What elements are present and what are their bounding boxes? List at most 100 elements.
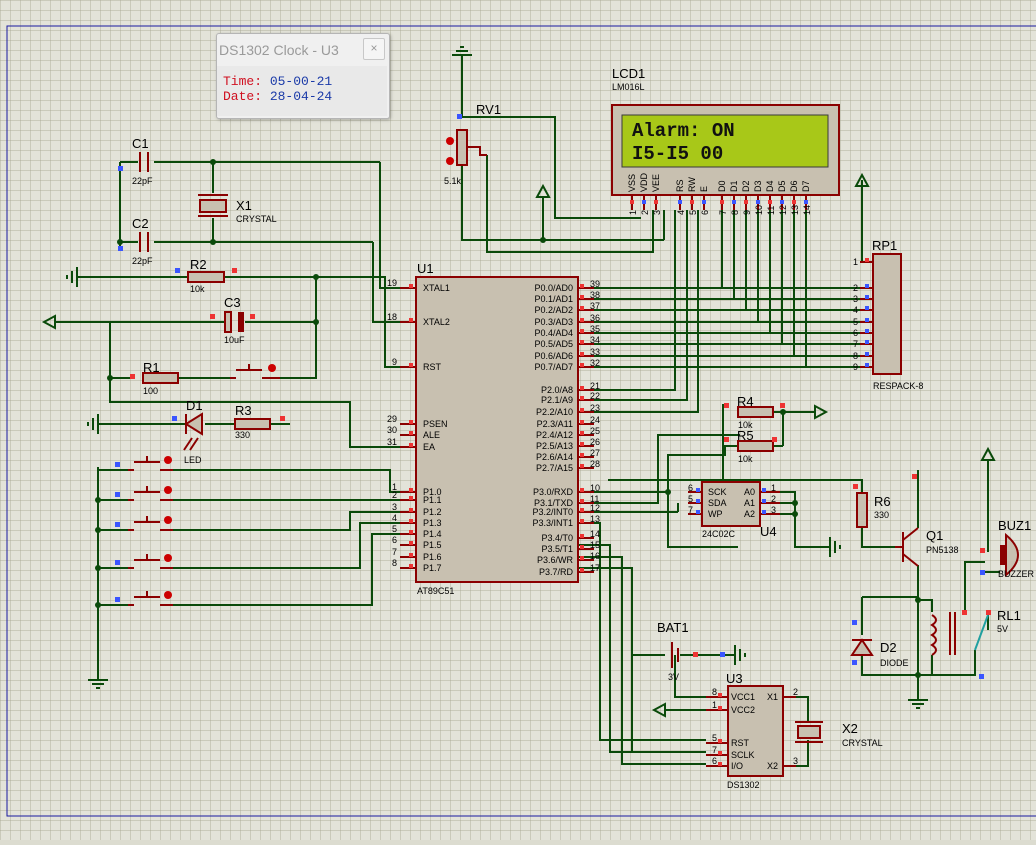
lcd-pin-label: D4 <box>765 180 775 192</box>
u1-part: AT89C51 <box>417 586 454 596</box>
u1-pin-name: P2.0/A8 <box>541 385 573 395</box>
ground-icon <box>829 537 841 557</box>
u1-pin-number: 12 <box>590 503 600 513</box>
r1-ref: R1 <box>143 360 160 375</box>
ground-symbols <box>66 46 928 709</box>
u3-part: DS1302 <box>727 780 760 790</box>
u1-pin-number: 6 <box>392 535 397 545</box>
u1-pin-name: ALE <box>423 430 440 440</box>
reset-pushbutton[interactable] <box>230 364 280 379</box>
time-label: Time: <box>223 74 263 89</box>
rl1-relay[interactable]: RL1 5V <box>930 608 1021 679</box>
u1-pin-name: P3.2/INT0 <box>532 507 573 517</box>
u1-pin-name: PSEN <box>423 419 448 429</box>
u4-pin-name: A1 <box>744 498 755 508</box>
date-row: Date: 28-04-24 <box>223 89 332 104</box>
u4-ref: U4 <box>760 524 777 539</box>
u3-pin-number: 6 <box>712 756 717 766</box>
lcd-pin-number: 7 <box>718 210 728 215</box>
lcd-part: LM016L <box>612 82 645 92</box>
r4-resistor[interactable]: R4 10k <box>724 394 785 430</box>
u1-pin-number: 33 <box>590 347 600 357</box>
u1-pin-number: 25 <box>590 426 600 436</box>
u1-pin-number: 34 <box>590 335 600 345</box>
pushbutton-2[interactable] <box>115 486 173 501</box>
pushbutton-5[interactable] <box>115 591 173 606</box>
power-arrow-icon <box>535 183 551 198</box>
rv1-decrease-button[interactable] <box>446 157 454 165</box>
lcd-pin-label: E <box>699 186 709 192</box>
u3-pin-number: 3 <box>793 756 798 766</box>
pushbutton-1[interactable] <box>115 456 173 471</box>
lcd-pin-number: 1 <box>628 210 638 215</box>
lcd-line-2: I5-I5 00 <box>632 143 723 165</box>
power-arrows <box>41 172 996 718</box>
r2-ref: R2 <box>190 257 207 272</box>
r5-value: 10k <box>738 454 753 464</box>
u1-pin-name: P1.5 <box>423 540 442 550</box>
rp1-ref: RP1 <box>872 238 897 253</box>
power-arrow-icon <box>41 314 56 330</box>
x1-crystal[interactable]: X1 CRYSTAL <box>198 194 277 224</box>
r5-resistor[interactable]: R5 10k <box>724 428 777 464</box>
x2-crystal[interactable]: X2 CRYSTAL <box>795 721 883 748</box>
u1-pin-name: P2.1/A9 <box>541 395 573 405</box>
buzzer[interactable]: BUZ1 BUZZER <box>980 518 1035 579</box>
u1-pin-number: 37 <box>590 301 600 311</box>
c3-capacitor[interactable]: C3 10uF <box>210 295 255 345</box>
bat1-battery[interactable]: BAT1 3V <box>657 620 725 682</box>
r6-resistor[interactable]: R6 330 <box>853 484 891 528</box>
r3-resistor[interactable]: R3 330 <box>234 403 285 440</box>
u3-pin-number: 7 <box>712 745 717 755</box>
date-value: 28-04-24 <box>269 89 333 104</box>
u1-pin-number: 17 <box>590 563 600 573</box>
u1-pin-name: P1.4 <box>423 529 442 539</box>
q1-transistor[interactable]: Q1 PN5138 <box>895 474 959 567</box>
c2-capacitor[interactable]: C2 22pF <box>118 216 153 266</box>
ds1302-clock-popup[interactable]: DS1302 Clock - U3 × Time: 05-00-21 Date:… <box>216 33 390 119</box>
u1-pin-number: 9 <box>392 357 397 367</box>
lcd-component[interactable]: LCD1 LM016L Alarm: ON I5-I5 00 VSS1VDD2V… <box>611 66 840 215</box>
r6-ref: R6 <box>874 494 891 509</box>
rv1-potentiometer[interactable]: RV1 5.1k <box>444 102 501 186</box>
u4-pin-number: 7 <box>688 505 693 515</box>
rl1-ref: RL1 <box>997 608 1021 623</box>
pushbutton-3[interactable] <box>115 516 173 531</box>
rp1-pin-number: 9 <box>853 362 858 372</box>
u1-pin-name: P1.2 <box>423 507 442 517</box>
d1-led[interactable]: D1 LED <box>172 398 203 465</box>
u1-pin-name: P3.5/T1 <box>541 544 573 554</box>
rp1-pin-number: 3 <box>853 294 858 304</box>
u1-pin-name: P2.7/A15 <box>536 463 573 473</box>
power-arrow-icon <box>814 404 829 420</box>
q1-ref: Q1 <box>926 528 943 543</box>
u1-pin-name: P2.2/A10 <box>536 407 573 417</box>
u3-pin-name: RST <box>731 738 750 748</box>
c1-capacitor[interactable]: C1 22pF <box>118 136 153 186</box>
rp1-pin-number: 1 <box>853 257 858 267</box>
ground-icon <box>452 46 472 56</box>
d2-diode[interactable]: D2 DIODE <box>850 620 909 668</box>
u1-pin-number: 3 <box>392 502 397 512</box>
pushbutton-4[interactable] <box>115 554 173 569</box>
rv1-increase-button[interactable] <box>446 137 454 145</box>
r2-resistor[interactable]: R2 10k <box>175 257 237 294</box>
lcd-pin-number: 9 <box>742 210 752 215</box>
popup-close-button[interactable]: × <box>363 38 385 60</box>
u1-pin-name: P3.1/TXD <box>534 498 574 508</box>
lcd-pin-label: D3 <box>753 180 763 192</box>
lcd-ref: LCD1 <box>612 66 645 81</box>
r1-resistor[interactable]: R1 100 <box>130 360 179 396</box>
u3-pin-number: 2 <box>793 687 798 697</box>
lcd-pins: VSS1VDD2VEE3RS4RW5E6D07D18D29D310D411D51… <box>627 172 812 215</box>
p1-pushbuttons <box>115 456 173 606</box>
lcd-pin-number: 12 <box>778 205 788 215</box>
